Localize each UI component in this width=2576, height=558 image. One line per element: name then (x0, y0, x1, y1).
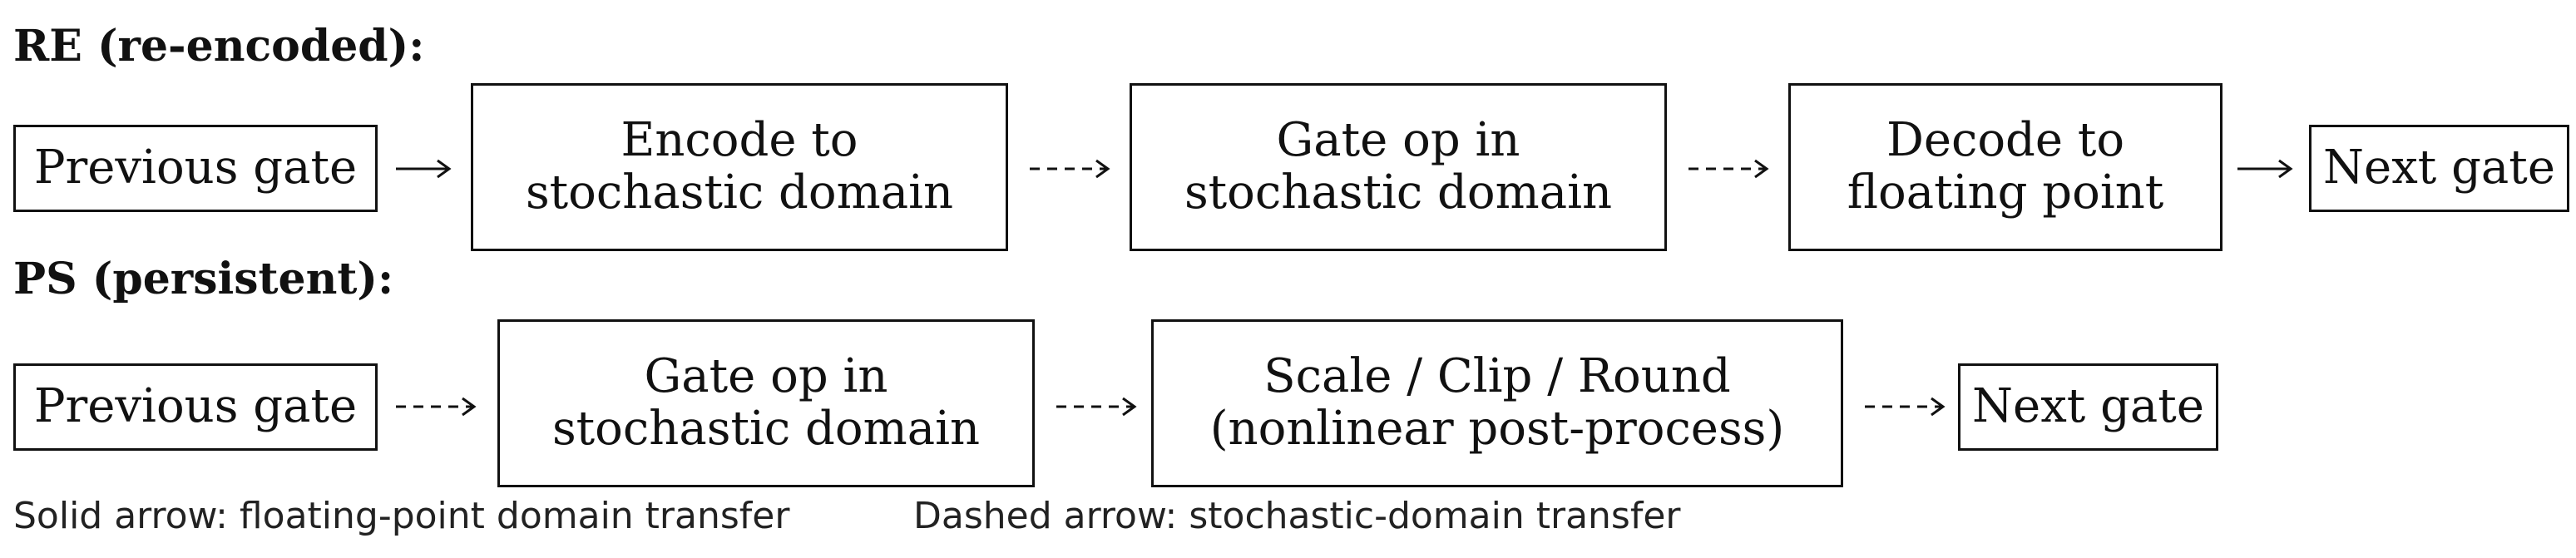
re-encode-line2: stochastic domain (525, 165, 954, 220)
ps-gate-op-line2: stochastic domain (551, 402, 981, 456)
re-arrow-dashed-1 (1030, 159, 1110, 179)
re-gate-op-box: Gate op in stochastic domain (1130, 83, 1667, 251)
re-decode-box: Decode to floating point (1788, 83, 2222, 251)
re-arrow-dashed-2 (1688, 159, 1769, 179)
re-next-gate-box: Next gate (2309, 125, 2569, 212)
legend-dashed-arrow: Dashed arrow: stochastic-domain transfer (913, 495, 1681, 537)
ps-gate-op-line1: Gate op in (644, 349, 888, 404)
ps-post-process-line2: (nonlinear post-process) (1209, 402, 1785, 456)
re-section-title: RE (re-encoded): (13, 21, 425, 72)
ps-arrow-dashed-3 (1865, 397, 1946, 417)
ps-next-gate-box: Next gate (1958, 363, 2218, 451)
ps-gate-op-box: Gate op in stochastic domain (497, 319, 1035, 487)
ps-previous-gate-label: Previous gate (33, 379, 358, 434)
re-arrow-solid-2 (2237, 159, 2293, 179)
re-arrow-solid-1 (396, 159, 452, 179)
re-encode-box: Encode to stochastic domain (471, 83, 1008, 251)
ps-section-title: PS (persistent): (13, 254, 394, 304)
ps-post-process-line1: Scale / Clip / Round (1263, 349, 1731, 404)
ps-next-gate-label: Next gate (1972, 379, 2204, 434)
re-previous-gate-box: Previous gate (13, 125, 378, 212)
ps-arrow-dashed-2 (1056, 397, 1137, 417)
re-previous-gate-label: Previous gate (33, 141, 358, 195)
ps-previous-gate-box: Previous gate (13, 363, 378, 451)
re-gate-op-line2: stochastic domain (1184, 165, 1613, 220)
re-decode-line1: Decode to (1886, 113, 2125, 168)
legend-solid-arrow: Solid arrow: floating-point domain trans… (13, 495, 790, 537)
ps-post-process-box: Scale / Clip / Round (nonlinear post-pro… (1151, 319, 1843, 487)
re-encode-line1: Encode to (621, 113, 858, 168)
re-decode-line2: floating point (1847, 165, 2164, 220)
re-next-gate-label: Next gate (2323, 141, 2555, 195)
re-gate-op-line1: Gate op in (1276, 113, 1520, 168)
ps-arrow-dashed-1 (396, 397, 477, 417)
